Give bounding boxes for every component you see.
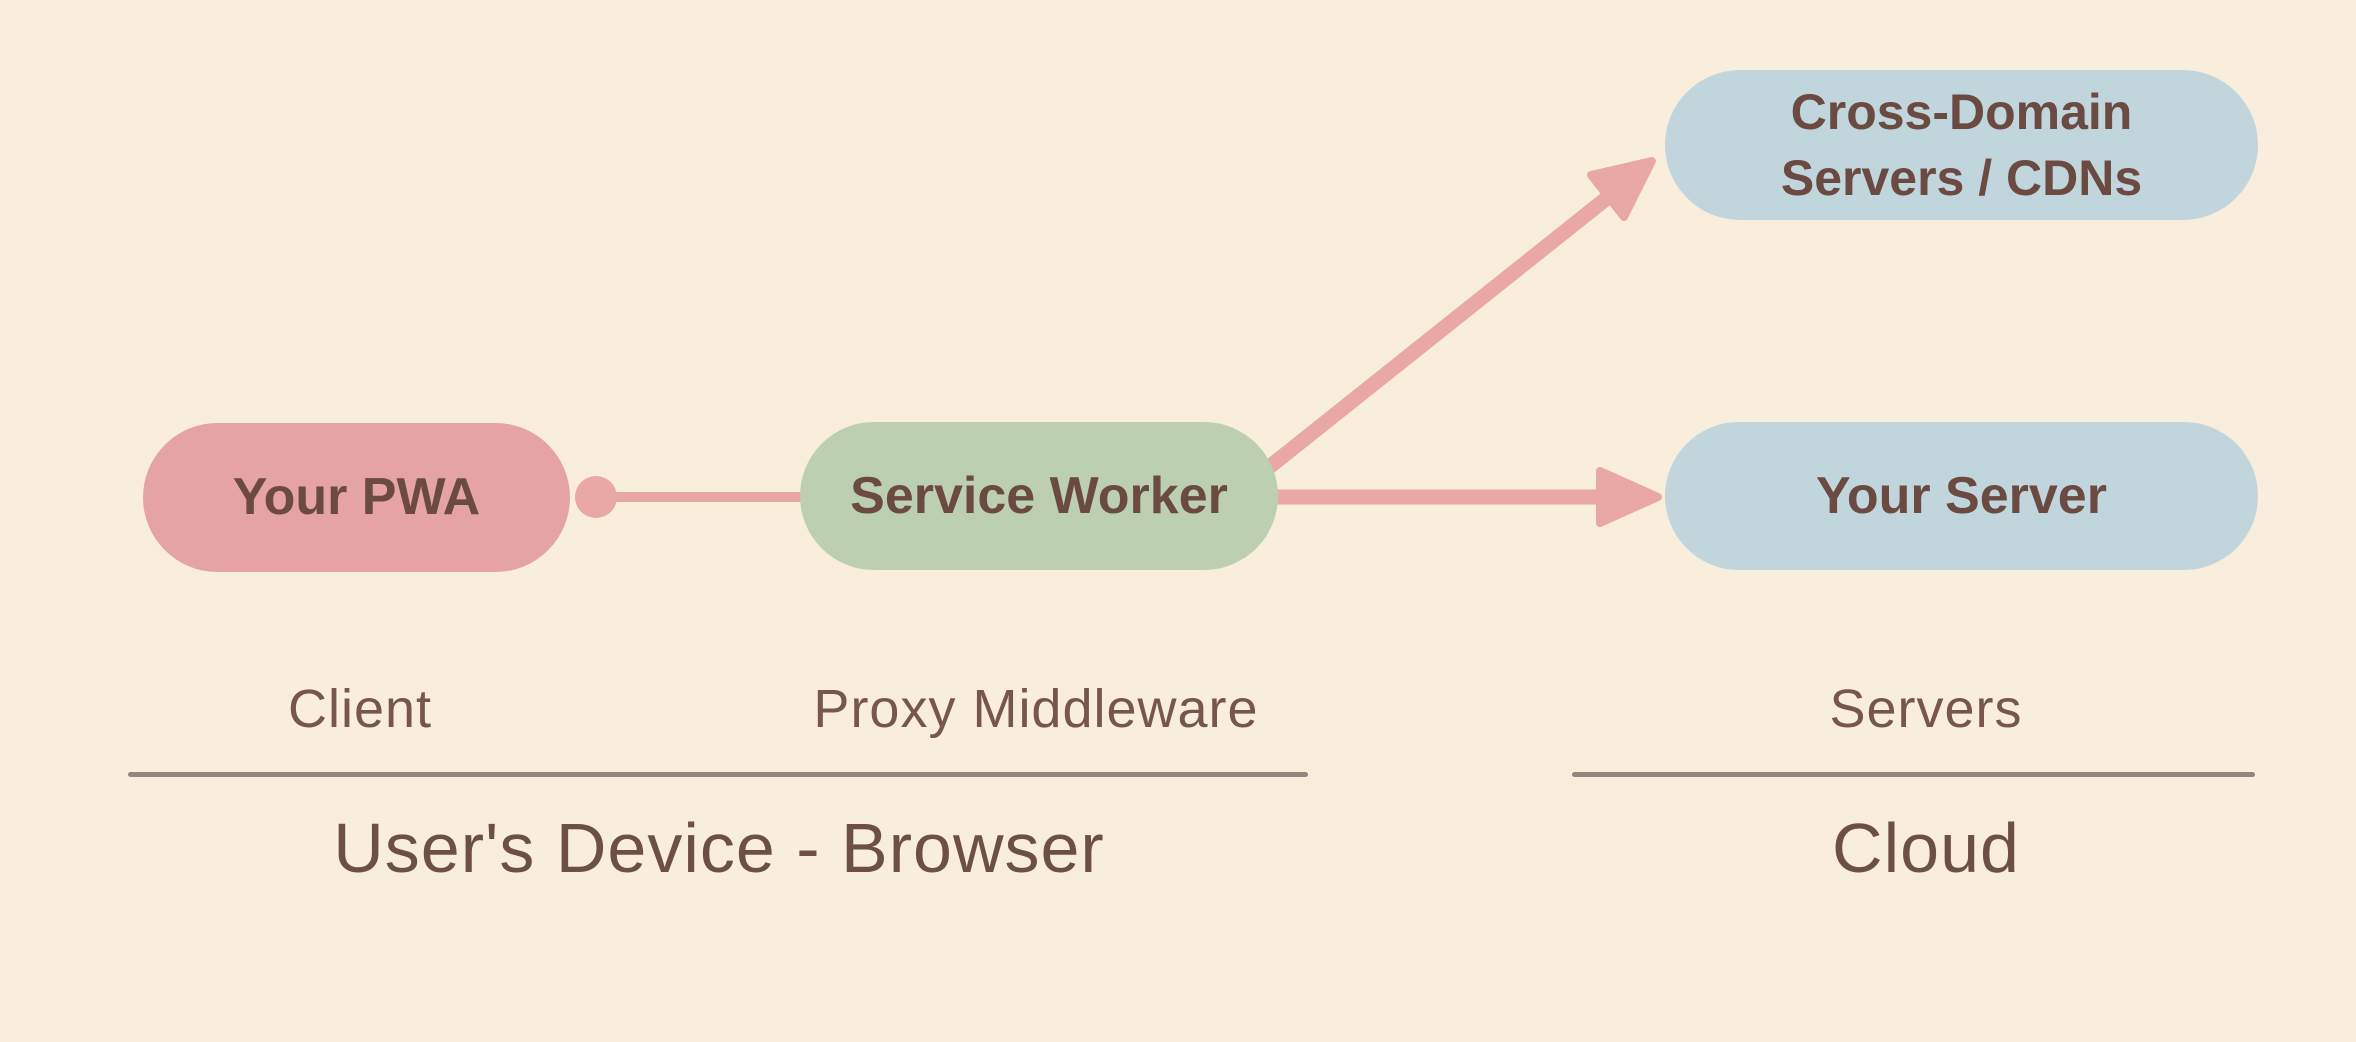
node-service-worker: Service Worker [800,422,1278,570]
zone-label-cloud: Cloud [1832,809,2020,887]
role-label-servers: Servers [1829,679,2023,739]
role-label-client: Client [287,679,433,739]
node-your-server-label: Your Server [1816,466,2107,525]
zone-label-users-device: User's Device - Browser [333,809,1105,887]
arrowhead-icon-sw-to-server [1596,467,1662,527]
node-service-worker-label: Service Worker [850,466,1228,525]
node-cross-domain-servers-label: Cross-Domain Servers / CDNs [1780,84,2143,206]
node-cross-domain-servers: Cross-Domain Servers / CDNs [1665,70,2258,220]
node-your-server: Your Server [1665,422,2258,570]
node-your-pwa: Your PWA [143,423,570,572]
role-label-proxy-middleware: Proxy Middleware [813,679,1259,739]
node-your-pwa-label: Your PWA [232,468,481,527]
arrowhead-icon-sw-to-cdn [1587,157,1656,221]
connector-line-sw-to-cdn [1258,188,1617,478]
divider-cloud [1572,772,2255,777]
divider-users-device [128,772,1308,777]
